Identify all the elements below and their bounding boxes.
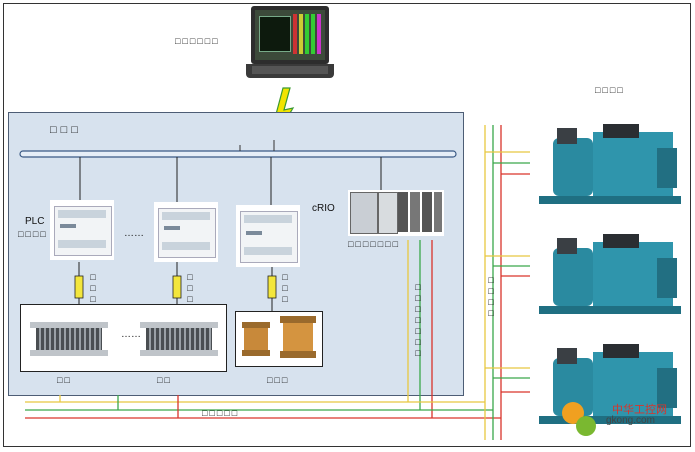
transformer-1 — [242, 322, 270, 356]
crio-cable-label: □□□□□□□ — [413, 282, 423, 359]
crio-sublabel: □□□□□□□ — [348, 239, 401, 249]
outer-frame — [3, 3, 691, 447]
resistor-bank-1 — [30, 318, 108, 360]
plc-ellipsis: …… — [124, 228, 144, 239]
watermark-brand: 中华工控网 — [612, 404, 667, 416]
genset-2 — [533, 228, 685, 320]
crio-label: cRIO — [312, 203, 335, 214]
bottom-bus-label: □□□□□ — [202, 408, 240, 418]
load1-label: □□ — [57, 375, 72, 385]
load-ellipsis: …… — [121, 329, 141, 340]
plc-module-1 — [50, 200, 114, 260]
cabinet-label: □□□ — [50, 124, 82, 136]
ethernet-bus — [19, 150, 457, 158]
plc-sublabel: □□□□ — [18, 229, 48, 239]
cable3-label: □□□ — [280, 272, 290, 305]
cable2-label: □□□ — [185, 272, 195, 305]
watermark-url: gkong.com — [606, 415, 655, 426]
transformer-label: □□□ — [267, 375, 290, 385]
cable1-label: □□□ — [88, 272, 98, 305]
transformer-2 — [280, 316, 316, 358]
signal-cable-2 — [172, 275, 182, 299]
plc-module-3 — [236, 205, 300, 267]
laptop-screen — [255, 10, 325, 60]
monitor-label: □□□□□□ — [175, 36, 220, 46]
watermark-gear-icon — [560, 400, 600, 440]
signal-cable-3 — [267, 275, 277, 299]
bus-vertical-label: □□□□ — [486, 275, 496, 319]
plc-module-2 — [154, 202, 218, 262]
crio-controller — [348, 190, 444, 236]
plc-label: PLC — [25, 216, 45, 227]
gensets-label: □□□□ — [595, 85, 625, 95]
resistor-bank-2 — [140, 318, 218, 360]
genset-1 — [533, 118, 685, 210]
signal-cable-1 — [74, 275, 84, 299]
laptop-monitor — [246, 6, 334, 82]
load2-label: □□ — [157, 375, 172, 385]
